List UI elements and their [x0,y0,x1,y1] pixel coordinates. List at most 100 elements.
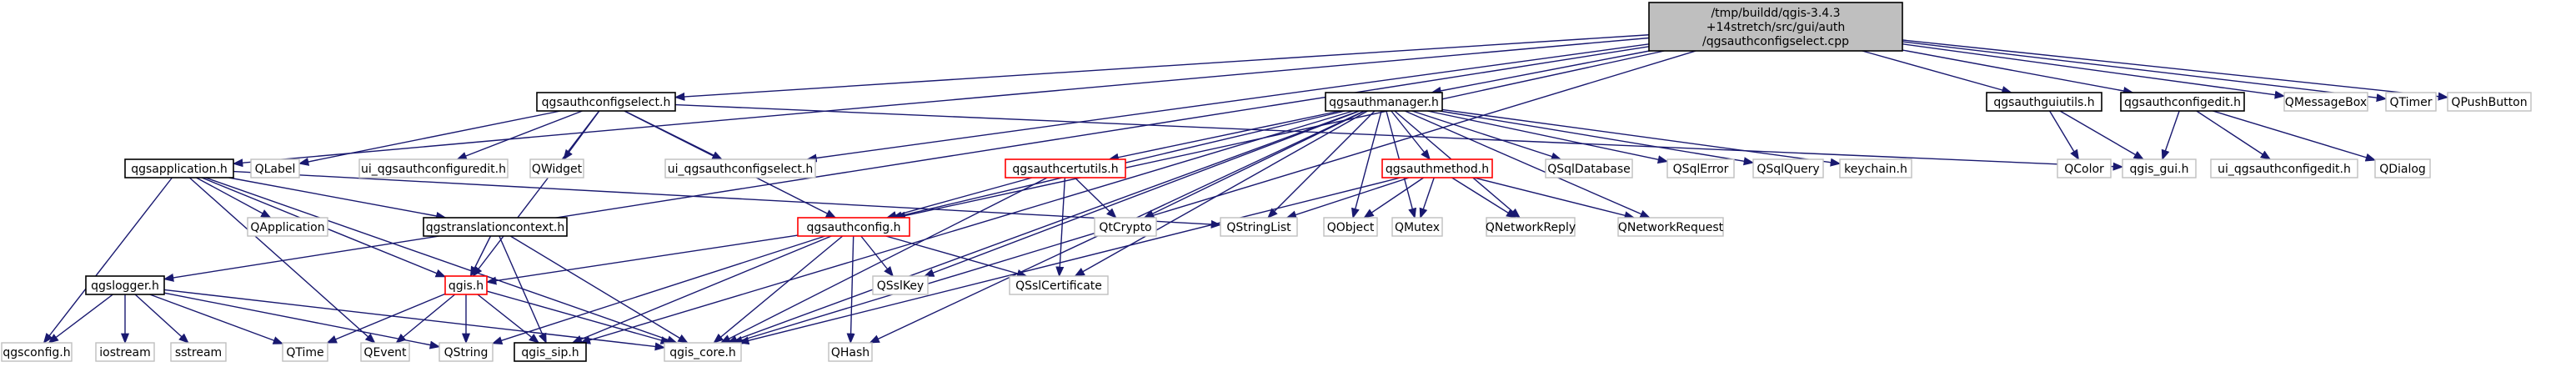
edge-qgsauthconfig_h-to-QSslCertificate [885,235,1028,278]
node-label: qgsauthmethod.h [1386,163,1489,176]
node-box [2210,158,2358,178]
node-QTimer[interactable]: QTimer [2385,92,2437,112]
node-qgsapplication-h[interactable]: qgsapplication.h [124,158,234,178]
edge-qgsauthguiutils_h-to-qgis_gui_h [2059,110,2145,160]
node-label: qgsauthconfig.h [806,221,900,234]
node-label: QEvent [363,346,407,359]
edge-root-to-qgsapplication_h [232,37,1650,168]
node-iostream[interactable]: iostream [95,342,155,362]
node-box [423,217,568,237]
node-qgsauthconfigedit-h[interactable]: qgsauthconfigedit.h [2120,92,2245,112]
node-QEvent[interactable]: QEvent [360,342,410,362]
node-QWidget[interactable]: QWidget [529,158,584,178]
node-qgsauthmethod-h[interactable]: qgsauthmethod.h [1381,158,1493,178]
edge-root-to-qgslogger_h [163,46,1650,282]
edge-qgsauthcertutils_h-to-QtCrypto [1074,177,1117,219]
node-QDialog[interactable]: QDialog [2374,158,2431,178]
edge-qgsauthmanager_h-to-QSqlError [1427,110,1669,164]
node-box [439,342,494,362]
node-qgsauthconfig-h[interactable]: qgsauthconfig.h [797,217,910,237]
edge-qgsauthmanager_h-to-QNetworkRequest [1404,110,1651,219]
node-label: qgstranslationcontext.h [426,221,564,234]
node-QHash[interactable]: QHash [828,342,873,362]
node-label: QWidget [532,163,583,176]
node-qgslogger-h[interactable]: qgslogger.h [85,275,165,295]
node-QSslCertificate[interactable]: QSslCertificate [1009,275,1109,295]
node-label: qgsauthcertutils.h [1012,163,1118,176]
node-qgsauthconfigselect-h[interactable]: qgsauthconfigselect.h [536,92,676,112]
node-qgsauthcertutils-h[interactable]: qgsauthcertutils.h [1005,158,1126,178]
edge-qgsauthconfigedit_h-to-qgis_gui_h [2161,110,2180,161]
node-QSqlError[interactable]: QSqlError [1666,158,1735,178]
node-qgsauthguiutils-h[interactable]: qgsauthguiutils.h [1986,92,2102,112]
edge-qgsauthmanager_h-to-keychain_h [1441,108,1842,167]
node-box [85,275,165,295]
edge-qgsauthcertutils_h-to-qgis_core_h [719,177,1048,344]
node-label: qgslogger.h [91,279,159,293]
node-label: sstream [175,346,222,359]
node-QPushButton[interactable]: QPushButton [2447,92,2532,112]
node-sstream[interactable]: sstream [170,342,227,362]
edge-layer [43,34,2449,351]
node-qgis-sip-h[interactable]: qgis_sip.h [514,342,587,362]
node-label: iostream [99,346,151,359]
node-QMutex[interactable]: QMutex [1391,217,1443,237]
node-QSqlQuery[interactable]: QSqlQuery [1752,158,1824,178]
node-box [2120,92,2245,112]
edge-root-to-QPushButton [1902,39,2449,101]
node-QtCrypto[interactable]: QtCrypto [1094,217,1157,237]
node-label: QMessageBox [2285,96,2367,109]
node-box [1323,217,1378,237]
node-QSslKey[interactable]: QSslKey [872,275,929,295]
node-qgsconfig-h[interactable]: qgsconfig.h [1,342,73,362]
node-box [828,342,873,362]
node-box [1986,92,2102,112]
node-qgis-core-h[interactable]: qgis_core.h [664,342,742,362]
node-QNetworkRequest[interactable]: QNetworkRequest [1617,217,1724,237]
node-QStringList[interactable]: QStringList [1220,217,1298,237]
node-box [2447,92,2532,112]
node-QNetworkReply[interactable]: QNetworkReply [1486,217,1576,237]
node-qgstranslationcontext-h[interactable]: qgstranslationcontext.h [423,217,568,237]
edge-qgsauthmanager_h-to-qgis_sip_h [579,110,1354,344]
edge-qgslogger_h-to-sstream [134,294,189,344]
node-qgis-gui-h[interactable]: qgis_gui.h [2122,158,2197,178]
edge-qgsauthconfigselect_h-to-qgis_h [472,110,600,278]
node-QObject[interactable]: QObject [1323,217,1378,237]
node-root[interactable]: /tmp/buildd/qgis-3.4.3+14stretch/src/gui… [1648,2,1903,52]
edge-qgsauthmanager_h-to-QSslKey [923,110,1361,277]
edge-qgsauthmethod_h-to-QObject [1363,177,1425,219]
node-QApplication[interactable]: QApplication [247,217,328,237]
node-ui-qgsauthconfigedit-h[interactable]: ui_qgsauthconfigedit.h [2210,158,2358,178]
node-qgsauthmanager-h[interactable]: qgsauthmanager.h [1325,92,1443,112]
node-box [282,342,328,362]
node-box [664,158,816,178]
edge-qgsauthconfig_h-to-qgis_h [485,234,799,285]
node-box [1617,217,1724,237]
node-QMessageBox[interactable]: QMessageBox [2283,92,2368,112]
node-QSqlDatabase[interactable]: QSqlDatabase [1545,158,1633,178]
edge-qgsauthcertutils_h-to-qgsauthconfig_h [885,177,1033,219]
node-box [247,217,328,237]
node-QColor[interactable]: QColor [2057,158,2112,178]
edge-qgsauthconfigselect_h-to-qgis_gui_h [674,103,2124,171]
edge-qgis_h-to-qgis_core_h [486,290,672,344]
node-QTime[interactable]: QTime [282,342,328,362]
node-qgis-h[interactable]: qgis.h [444,275,488,295]
edge-qgsapplication_h-to-qgis_core_h [205,177,678,344]
node-ui-qgsauthconfiguredit-h[interactable]: ui_qgsauthconfiguredit.h [358,158,509,178]
node-QLabel[interactable]: QLabel [250,158,300,178]
node-ui-qgsauthconfigselect-h[interactable]: ui_qgsauthconfigselect.h [664,158,816,178]
node-label: QMutex [1395,221,1440,234]
node-label: /qgsauthconfigselect.cpp [1702,35,1849,48]
node-label: qgsauthconfigedit.h [2124,96,2241,109]
node-box [95,342,155,362]
node-label: qgsauthmanager.h [1329,96,1439,109]
node-keychain-h[interactable]: keychain.h [1839,158,1912,178]
node-label: QSqlError [1673,163,1729,176]
node-QString[interactable]: QString [439,342,494,362]
node-box [514,342,587,362]
edge-root-to-QTimer [1902,41,2388,103]
node-label: QDialog [2379,163,2426,176]
